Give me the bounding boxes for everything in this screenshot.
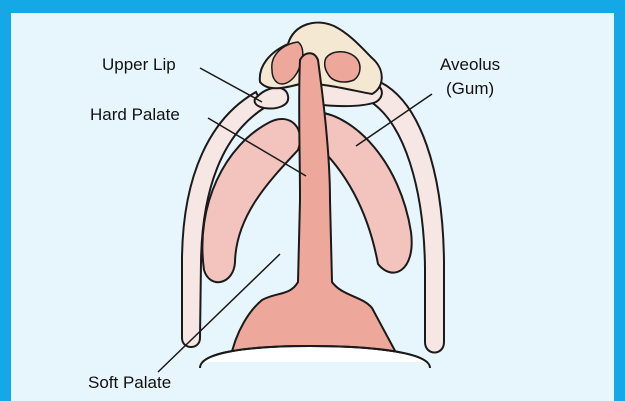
- right-nasal-passage: [325, 52, 360, 82]
- label-hard-palate: Hard Palate: [90, 105, 180, 124]
- label-upper-lip: Upper Lip: [102, 55, 176, 74]
- label-soft-palate: Soft Palate: [88, 373, 171, 392]
- label-aveolus-gum: (Gum): [446, 79, 494, 98]
- label-aveolus: Aveolus: [440, 55, 500, 74]
